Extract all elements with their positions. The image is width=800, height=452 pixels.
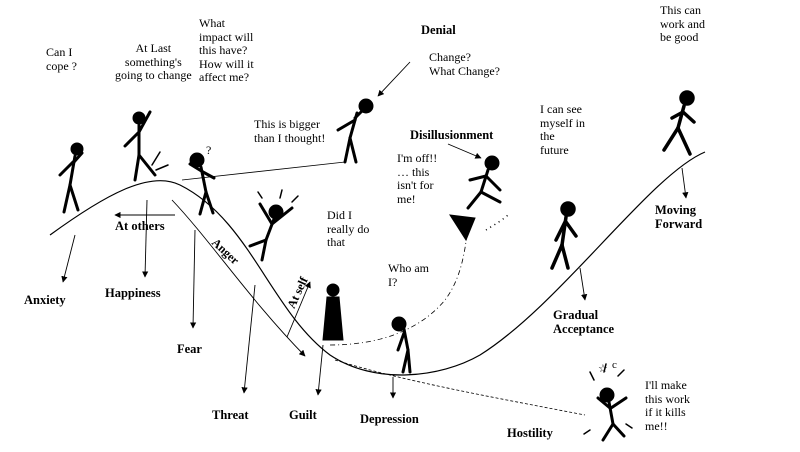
hostility-path: [334, 359, 586, 416]
figure-happiness: [123, 110, 169, 182]
figure-hostility: ☆ c: [583, 359, 633, 442]
figure-denial: [336, 98, 374, 164]
stage-arrows: [61, 61, 689, 399]
svg-text:?: ?: [206, 143, 211, 157]
thought-what-change: Change?What Change?: [429, 50, 500, 78]
stage-label-fear: Fear: [177, 342, 202, 356]
figure-fear: ?: [188, 143, 216, 216]
stage-label-denial: Denial: [421, 23, 456, 37]
dotted-trail: [485, 214, 509, 231]
arrow-label-at-others: At others: [115, 219, 165, 233]
figure-anger: [248, 189, 299, 262]
change-curve: [49, 151, 706, 376]
stage-label-guilt: Guilt: [289, 408, 317, 422]
stage-label-happiness: Happiness: [105, 286, 161, 300]
stage-label-disillusionment: Disillusionment: [410, 128, 494, 142]
stage-label-threat: Threat: [212, 408, 249, 422]
figure-guilt: [322, 283, 344, 341]
figure-moving-forward: [662, 90, 696, 156]
stage-label-depression: Depression: [360, 412, 419, 426]
stage-label-hostility: Hostility: [507, 426, 553, 440]
svg-text:c: c: [612, 359, 617, 371]
anger-arrow: [171, 199, 306, 357]
stage-label-anxiety: Anxiety: [24, 293, 66, 307]
figure-anxiety: [58, 142, 84, 214]
figure-acceptance: [550, 201, 578, 270]
denial-connector-line: [181, 161, 346, 181]
svg-text:☆: ☆: [598, 363, 608, 375]
disillusionment-path: [329, 224, 469, 346]
figure-disillusionment: [449, 155, 502, 242]
figure-depression: [391, 316, 412, 374]
